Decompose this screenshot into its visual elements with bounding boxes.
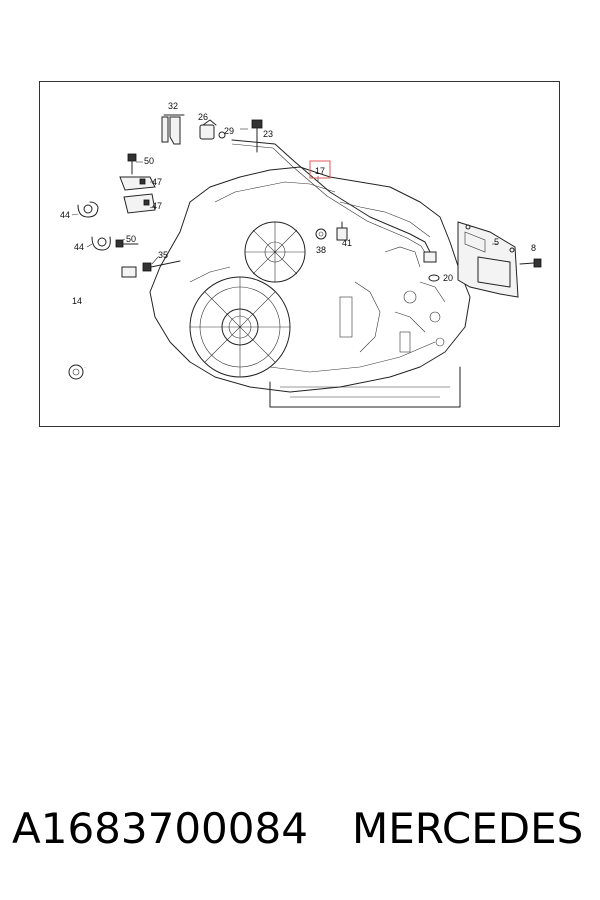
callout-23: 23	[263, 129, 273, 139]
callout-44-bottom: 44	[74, 242, 84, 252]
callout-47-top: 47	[152, 177, 162, 187]
callout-38: 38	[316, 245, 326, 255]
part-number-label: A1683700084	[12, 804, 308, 853]
part-50-bolt	[127, 153, 137, 175]
part-41-screw	[336, 221, 348, 241]
transmission-housing	[149, 166, 471, 408]
part-32-connector	[161, 114, 185, 145]
callout-50-lower: 50	[126, 234, 136, 244]
callout-26: 26	[198, 112, 208, 122]
callout-17: 17	[315, 166, 325, 176]
part-23-bolt	[251, 119, 263, 153]
callout-50-top: 50	[144, 156, 154, 166]
parts-diagram-frame: 32 26 29 23 50 47 47 44 44 50 35 14 17 3…	[39, 81, 560, 427]
callout-32: 32	[168, 101, 178, 111]
callout-35: 35	[158, 250, 168, 260]
callout-17-highlight-box	[309, 160, 331, 179]
callout-20: 20	[443, 273, 453, 283]
part-50-bolt-lower	[115, 239, 139, 248]
exploded-parts-diagram: 32 26 29 23 50 47 47 44 44 50 35 14 17 3…	[60, 101, 542, 408]
part-8-bolt	[519, 258, 542, 268]
torque-converter	[189, 276, 291, 378]
part-5-plate	[457, 221, 519, 298]
callout-8: 8	[531, 243, 536, 253]
callout-41: 41	[342, 238, 352, 248]
callout-5: 5	[494, 237, 499, 247]
part-29-washer	[218, 131, 226, 139]
leader-lines	[71, 128, 498, 265]
part-38-seal	[315, 228, 327, 240]
part-47-bracket	[119, 176, 156, 214]
callout-29: 29	[224, 126, 234, 136]
callout-labels: 32 26 29 23 50 47 47 44 44 50 35 14 17 3…	[60, 101, 536, 306]
part-20-washer	[428, 274, 440, 282]
part-17-oil-line	[231, 139, 437, 263]
part-14-hose	[68, 266, 137, 380]
part-35-bolt	[142, 260, 181, 272]
impeller	[244, 221, 306, 283]
brand-label: MERCEDES	[352, 804, 584, 853]
part-26-plug	[199, 119, 217, 140]
callout-47-bottom: 47	[152, 201, 162, 211]
part-44-clamp	[77, 201, 111, 251]
callout-14: 14	[72, 296, 82, 306]
callout-44-top: 44	[60, 210, 70, 220]
